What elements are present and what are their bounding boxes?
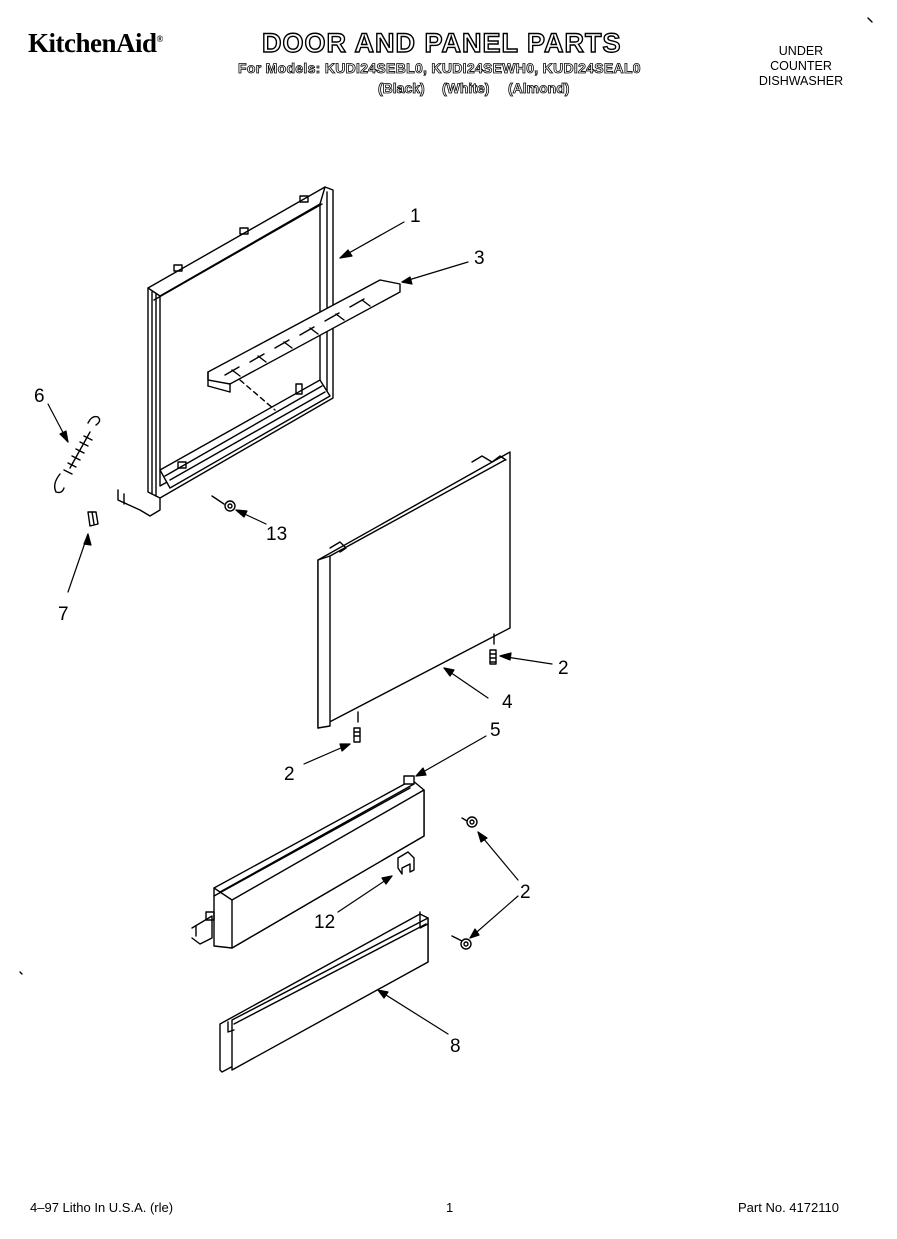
callout-2-upper: 2: [558, 658, 569, 679]
callout-8: 8: [450, 1036, 461, 1057]
color-label-almond: (Almond): [508, 80, 570, 97]
appliance-type-line-3: DISHWASHER: [758, 74, 844, 88]
part-spring-clip: [87, 511, 99, 527]
callout-13: 13: [266, 524, 287, 545]
part-panel-clip: [397, 851, 415, 875]
leader-lines: [47, 221, 553, 1035]
callout-2-lower: 2: [284, 764, 295, 785]
brand-name: KitchenAid: [28, 28, 157, 58]
callout-12: 12: [314, 912, 335, 933]
callout-4: 4: [502, 692, 513, 713]
part-screws-2: [353, 649, 497, 950]
registered-mark: ®: [156, 34, 164, 44]
appliance-type: UNDER COUNTER DISHWASHER: [748, 44, 854, 89]
color-label-black: (Black): [378, 80, 425, 97]
callout-6: 6: [34, 386, 45, 407]
part-screw-13: [211, 495, 236, 512]
appliance-type-line-1: UNDER: [778, 44, 824, 58]
part-trim-panel: [219, 911, 429, 1073]
callout-3: 3: [474, 248, 485, 269]
part-door-spring: [53, 415, 101, 494]
page-title: DOOR AND PANEL PARTS: [261, 27, 622, 58]
part-latch-bracket: [207, 279, 401, 411]
appliance-type-line-2: COUNTER: [770, 59, 832, 73]
callout-1: 1: [410, 206, 421, 227]
part-control-panel: [191, 775, 425, 949]
callout-5: 5: [490, 720, 501, 741]
margin-mark: [19, 971, 23, 975]
color-label-white: (White): [442, 80, 490, 97]
corner-mark: [867, 17, 873, 23]
models-line: For Models: KUDI24SEBL0, KUDI24SEWH0, KU…: [238, 60, 641, 77]
print-info: 4–97 Litho In U.S.A. (rle): [30, 1200, 174, 1215]
page-number: 1: [446, 1200, 454, 1215]
part-inner-door-frame: [117, 186, 334, 517]
callout-7: 7: [58, 604, 69, 625]
callout-numbers: 1 3 6 13 7 2 4 2 5 2 12 8: [34, 206, 569, 1057]
callout-2-panel: 2: [520, 882, 531, 903]
brand-logo: KitchenAid®: [28, 28, 163, 59]
part-number: Part No. 4172110: [738, 1200, 839, 1215]
part-outer-door-panel: [317, 451, 511, 729]
